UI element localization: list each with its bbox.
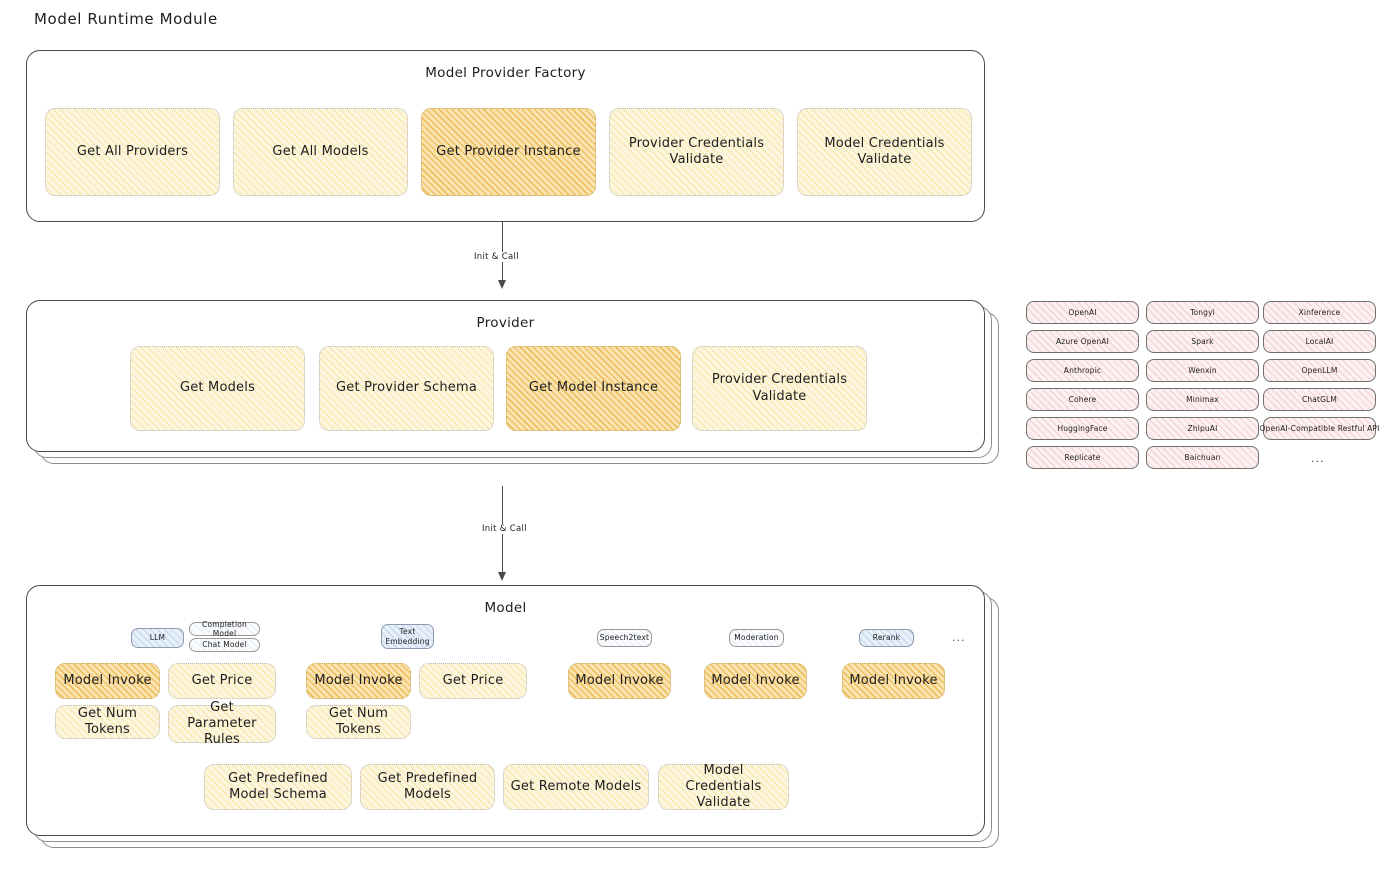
rerank-box-model-invoke[interactable]: Model Invoke (842, 663, 945, 699)
provider-list-more: ... (1311, 452, 1325, 465)
provider-chip-cohere[interactable]: Cohere (1026, 388, 1139, 411)
factory-box-provider-credentials-validate[interactable]: Provider Credentials Validate (609, 108, 784, 196)
arrow-provider-to-model-label: Init & Call (478, 524, 531, 534)
speech2text-box-model-invoke[interactable]: Model Invoke (568, 663, 671, 699)
provider-chip-azure-openai[interactable]: Azure OpenAI (1026, 330, 1139, 353)
model-box-get-predefined-models[interactable]: Get Predefined Models (360, 764, 495, 810)
model-box-get-predefined-model-schema[interactable]: Get Predefined Model Schema (204, 764, 352, 810)
provider-chip-openai[interactable]: OpenAI (1026, 301, 1139, 324)
text-embedding-box-get-num-tokens[interactable]: Get Num Tokens (306, 705, 411, 739)
factory-box-get-provider-instance[interactable]: Get Provider Instance (421, 108, 596, 196)
provider-chip-huggingface[interactable]: HuggingFace (1026, 417, 1139, 440)
text-embedding-box-get-price[interactable]: Get Price (419, 663, 527, 699)
provider-box-get-model-instance[interactable]: Get Model Instance (506, 346, 681, 431)
provider-chip-anthropic[interactable]: Anthropic (1026, 359, 1139, 382)
provider-container: Provider Get Models Get Provider Schema … (26, 300, 985, 452)
provider-chip-spark[interactable]: Spark (1146, 330, 1259, 353)
provider-chip-openai-compatible-restful-api[interactable]: OpenAI-Compatible Restful API (1260, 417, 1379, 440)
model-provider-factory-title: Model Provider Factory (425, 65, 586, 81)
provider-chip-zhipuai[interactable]: ZhipuAI (1146, 417, 1259, 440)
factory-box-get-all-models[interactable]: Get All Models (233, 108, 408, 196)
model-types-more: ... (952, 631, 966, 644)
arrow-provider-to-model-head (498, 572, 506, 581)
moderation-box-model-invoke[interactable]: Model Invoke (704, 663, 807, 699)
arrow-factory-to-provider-label: Init & Call (470, 252, 523, 262)
llm-box-model-invoke[interactable]: Model Invoke (55, 663, 160, 699)
provider-box-get-provider-schema[interactable]: Get Provider Schema (319, 346, 494, 431)
model-title: Model (484, 600, 527, 616)
model-subtag-chat-model[interactable]: Chat Model (189, 638, 260, 652)
model-type-tag-llm[interactable]: LLM (131, 628, 184, 648)
llm-box-get-price[interactable]: Get Price (168, 663, 276, 699)
model-type-tag-text-embedding[interactable]: Text Embedding (381, 624, 434, 649)
provider-chip-localai[interactable]: LocalAI (1263, 330, 1376, 353)
provider-title: Provider (476, 315, 535, 331)
text-embedding-box-model-invoke[interactable]: Model Invoke (306, 663, 411, 699)
model-box-get-remote-models[interactable]: Get Remote Models (503, 764, 649, 810)
model-type-tag-rerank[interactable]: Rerank (859, 629, 914, 647)
provider-chip-tongyi[interactable]: Tongyi (1146, 301, 1259, 324)
model-container: Model LLM Completion Model Chat Model Mo… (26, 585, 985, 836)
llm-box-get-parameter-rules[interactable]: Get Parameter Rules (168, 700, 276, 747)
model-box-model-credentials-validate[interactable]: Model Credentials Validate (658, 763, 789, 810)
arrow-factory-to-provider-head (498, 280, 506, 289)
model-provider-factory-container: Model Provider Factory Get All Providers… (26, 50, 985, 222)
llm-box-get-num-tokens[interactable]: Get Num Tokens (55, 705, 160, 739)
page-title: Model Runtime Module (34, 10, 218, 28)
provider-chip-openllm[interactable]: OpenLLM (1263, 359, 1376, 382)
factory-box-model-credentials-validate[interactable]: Model Credentials Validate (797, 108, 972, 196)
model-type-tag-speech2text[interactable]: Speech2text (597, 629, 652, 647)
provider-chip-wenxin[interactable]: Wenxin (1146, 359, 1259, 382)
provider-chip-replicate[interactable]: Replicate (1026, 446, 1139, 469)
factory-box-get-all-providers[interactable]: Get All Providers (45, 108, 220, 196)
provider-box-get-models[interactable]: Get Models (130, 346, 305, 431)
provider-chip-chatglm[interactable]: ChatGLM (1263, 388, 1376, 411)
model-type-tag-moderation[interactable]: Moderation (729, 629, 784, 647)
provider-box-provider-credentials-validate[interactable]: Provider Credentials Validate (692, 346, 867, 431)
provider-chip-baichuan[interactable]: Baichuan (1146, 446, 1259, 469)
provider-chip-xinference[interactable]: Xinference (1263, 301, 1376, 324)
provider-chip-minimax[interactable]: Minimax (1146, 388, 1259, 411)
model-subtag-completion-model[interactable]: Completion Model (189, 620, 260, 638)
